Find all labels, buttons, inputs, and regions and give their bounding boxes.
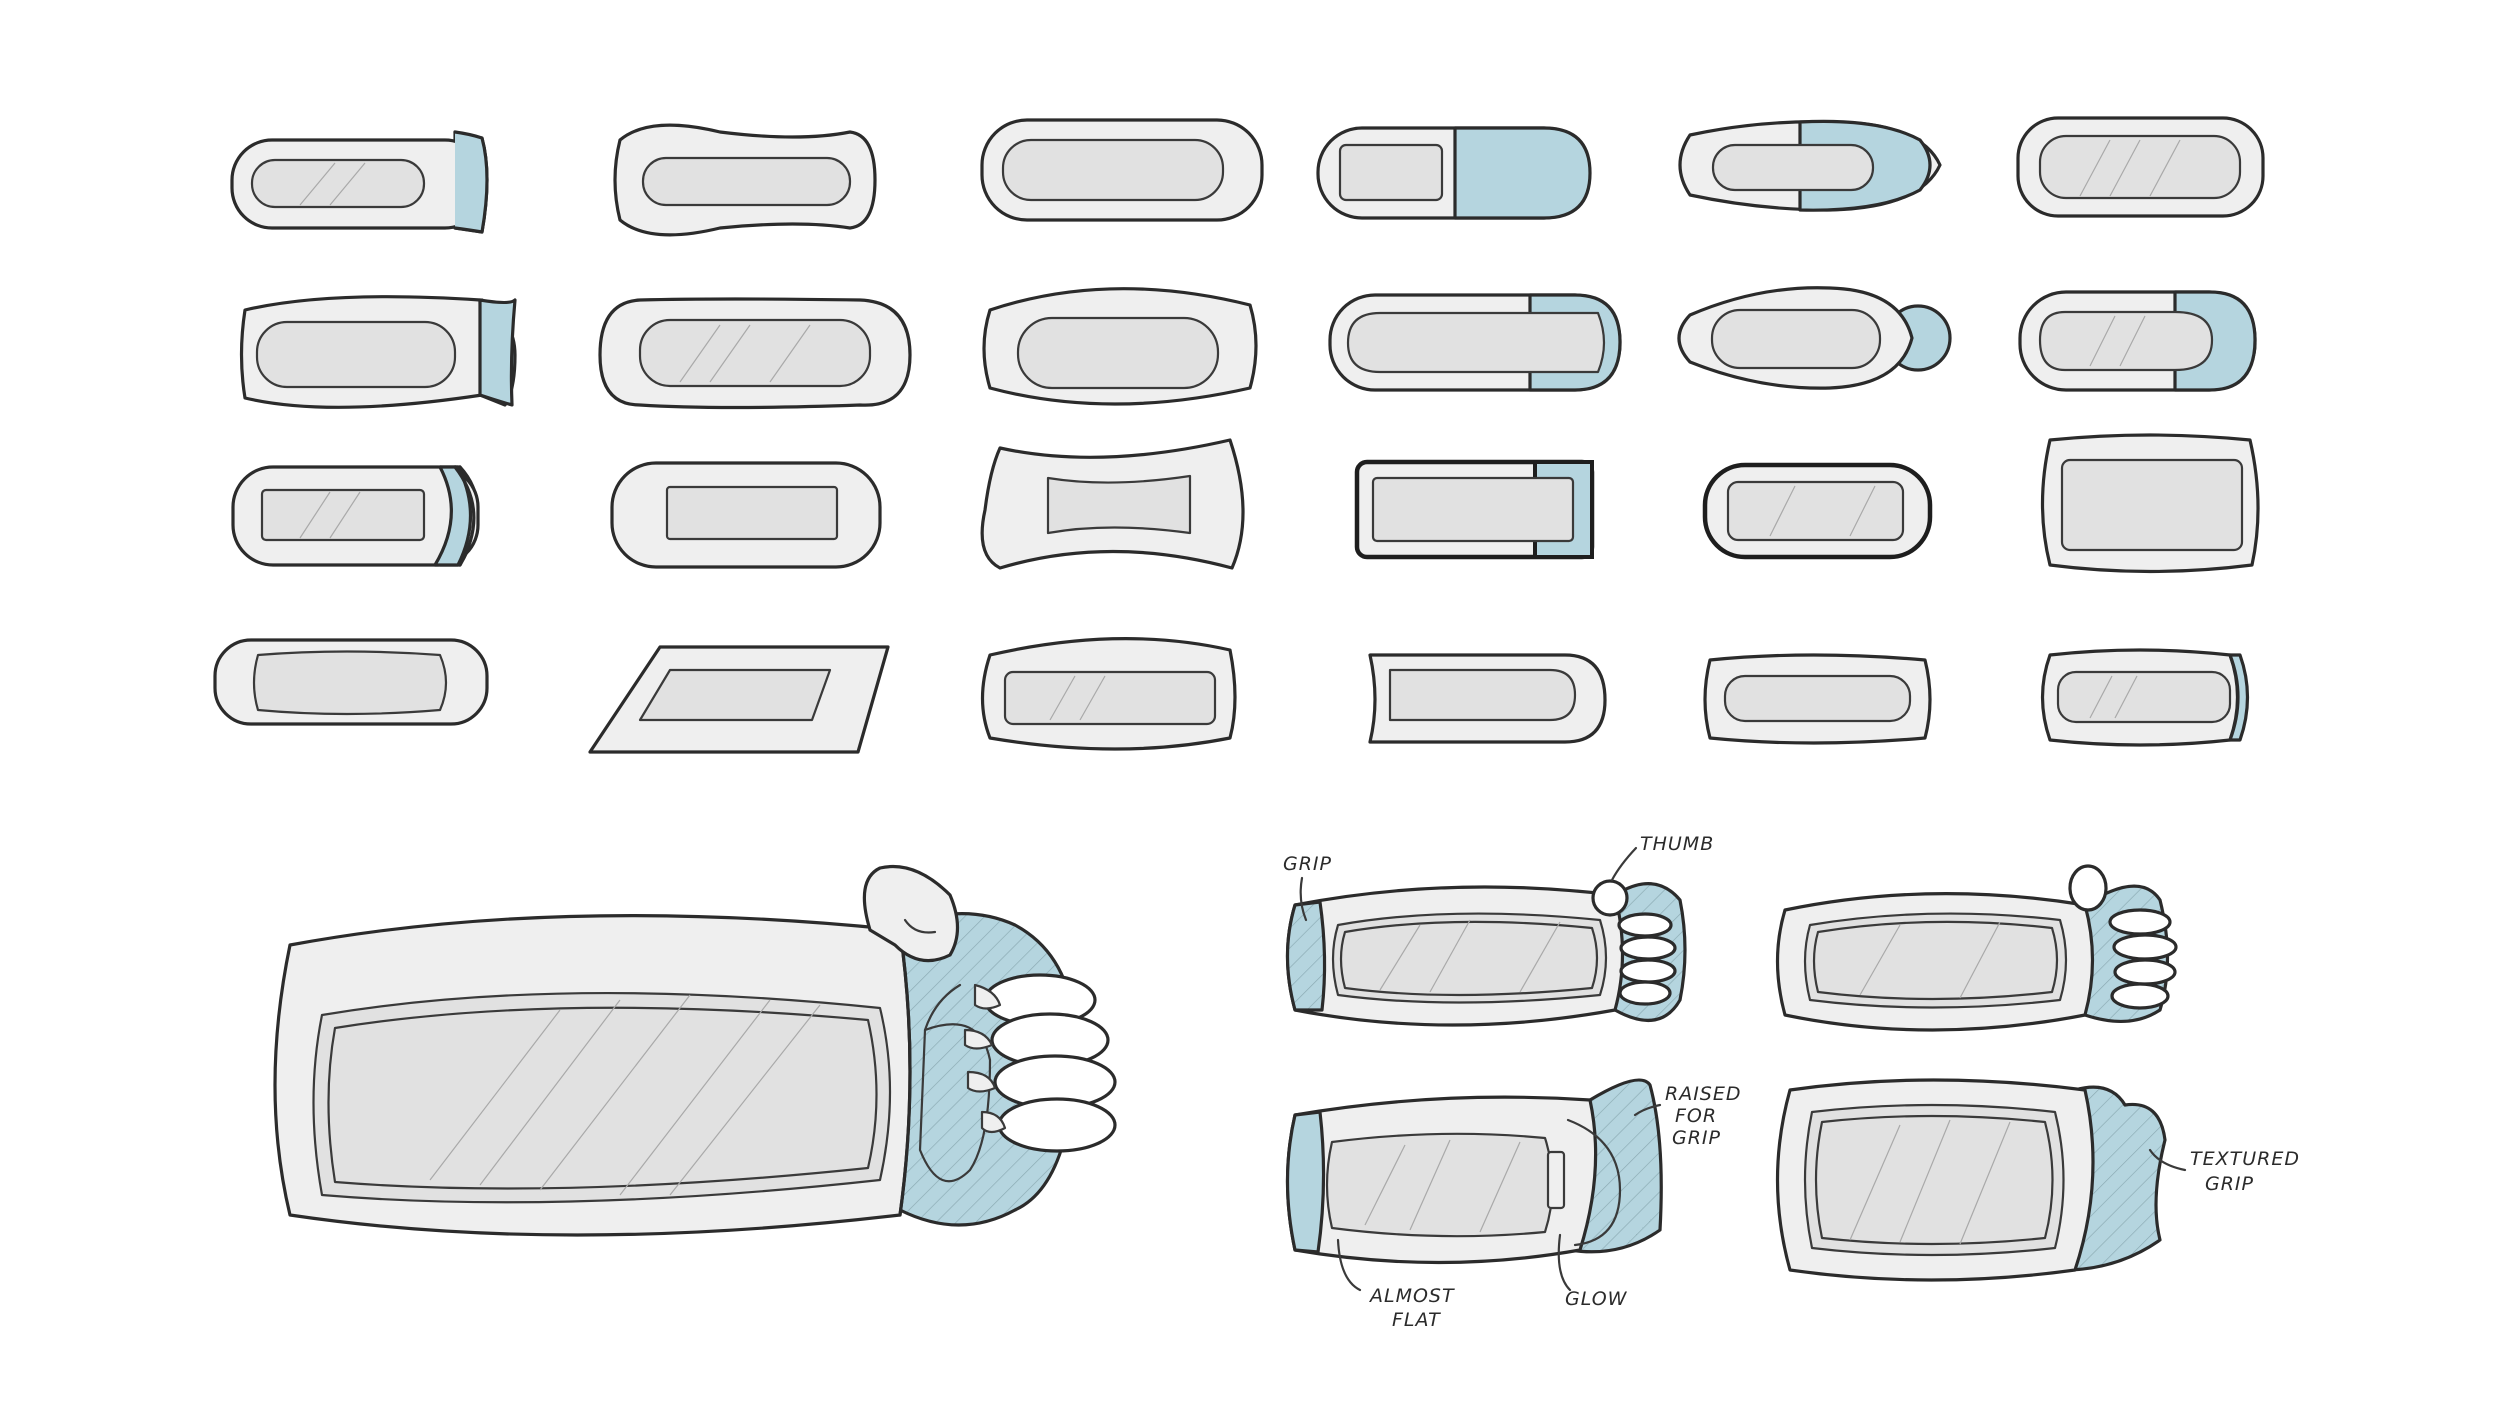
- detail-concept-textured-grip: TEXTURED GRIP: [1775, 1078, 2300, 1282]
- concept-6: [2016, 116, 2265, 218]
- concept-1: [230, 130, 489, 234]
- annotation-almost-flat-line2: FLAT: [1392, 1309, 1441, 1331]
- concept-13: [231, 465, 480, 567]
- annotation-thumb: THUMB: [1640, 833, 1714, 855]
- concept-24: [2040, 648, 2250, 747]
- detail-concept-raised-grip: RAISED FOR GRIP ALMOST FLAT GLOW: [1285, 1078, 1742, 1331]
- concept-4: [1316, 126, 1592, 220]
- concept-22: [1368, 653, 1607, 744]
- annotation-raised-line1: RAISED: [1665, 1083, 1742, 1105]
- annotation-grip: GRIP: [1283, 853, 1332, 875]
- concept-15: [980, 438, 1245, 570]
- concept-17: [1702, 462, 1933, 560]
- detail-concept-grip-thumb: GRIP THUMB: [1283, 833, 1714, 1027]
- large-concept-with-hand: [273, 864, 1117, 1237]
- concept-16: [1354, 459, 1595, 560]
- concept-8: [598, 297, 912, 410]
- concept-2: [613, 123, 877, 237]
- concept-5: [1678, 119, 1942, 212]
- detail-concept-thumb-variant: [1775, 864, 2178, 1032]
- annotation-raised-line3: GRIP: [1672, 1127, 1721, 1149]
- concept-12: [2018, 290, 2257, 392]
- concept-7: [239, 295, 517, 409]
- concept-9: [982, 287, 1258, 406]
- concept-23: [1703, 653, 1932, 745]
- concept-3: [980, 118, 1264, 222]
- annotation-textured-line2: GRIP: [2205, 1173, 2254, 1195]
- concept-18: [2040, 433, 2260, 574]
- concept-21: [980, 637, 1237, 751]
- concept-11: [1677, 286, 1952, 390]
- annotation-glow: GLOW: [1565, 1288, 1628, 1310]
- concept-19: [213, 638, 489, 726]
- concept-10: [1328, 293, 1622, 392]
- annotation-raised-line2: FOR: [1675, 1105, 1717, 1127]
- concept-14: [610, 461, 882, 569]
- concept-20: [588, 645, 890, 754]
- annotation-almost-flat-line1: ALMOST: [1368, 1285, 1455, 1307]
- annotation-textured-line1: TEXTURED: [2190, 1148, 2300, 1170]
